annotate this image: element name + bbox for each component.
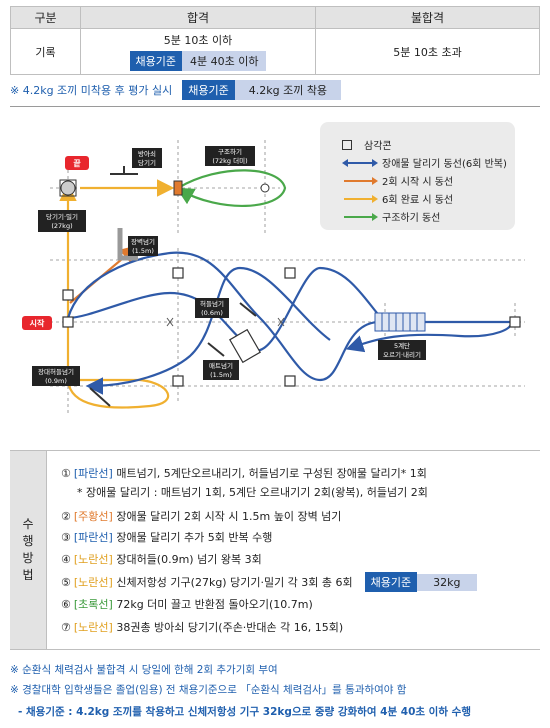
end-label-bg [65,156,89,170]
footnote-2: ※ 경찰대학 입학생들은 졸업(임용) 전 채용기준으로 「순환식 체력검사」를… [10,684,407,696]
long-hurdle-label-1: 장대허들넘기 [38,367,74,376]
mat-label-2: (1.5m) [210,371,232,379]
cone-icon [342,139,352,150]
hurdles [89,302,257,407]
course-diagram: 끝 시작 당기기·밀기 (27kg) 방아쇠 당기기 구조하기 (72kg 더미… [22,140,525,413]
hurdle-label-1: 허들넘기 [200,299,224,308]
rescue-label-1: 구조하기 [218,147,242,156]
hurdle-label-2: (0.6m) [201,309,223,317]
header-fail: 불합격 [315,6,540,29]
rescue-turnpoint [260,183,270,193]
grade-table-header: 구분 합격 불합격 [10,6,540,29]
legend-item-green: 구조하기 동선 [342,209,440,224]
pull-push-machine [60,180,76,196]
yellow-arrow-icon [344,194,378,203]
legend-item-cone: 삼각콘 [342,137,392,152]
blue-path-main [66,251,512,382]
trigger-label-2: 당기기 [138,158,156,167]
top-note-std-label: 채용기준 [182,80,235,100]
long-hurdle-label-2: (0.9m) [45,377,67,385]
start-label-bg [22,316,52,330]
wall-label-2: (1.5m) [132,247,154,255]
top-note: ※ 4.2kg 조끼 미착용 후 평가 실시 채용기준 4.2kg 조끼 착용 [10,80,342,100]
fail-cell: 5분 10초 초과 [315,28,540,75]
wall-label-1: 장벽넘기 [131,237,155,246]
pass-std-label: 채용기준 [129,50,182,71]
stairs-label-2: 오르기·내리기 [383,350,421,359]
header-pass: 합격 [80,6,316,29]
step-1: ① [파란선] 매트넘기, 5계단오르내리기, 허들넘기로 구성된 장애물 달리… [61,466,427,481]
end-label: 끝 [73,159,81,168]
footnote-3: - 채용기준 : 4.2kg 조끼를 착용하고 신체저항성 기구 32kg으로 … [18,706,471,718]
step-3: ③ [파란선] 장애물 달리기 추가 5회 반복 수행 [61,530,273,545]
pass-std-value: 4분 40초 이하 [182,50,267,71]
trigger-label-1: 방아쇠 [138,149,156,158]
pass-standard: 채용기준 4분 40초 이하 [129,50,267,71]
legend-item-yellow: 6회 완료 시 동선 [342,191,453,206]
step-5-std-value: 32kg [417,573,477,591]
pull-push-label-2: (27kg) [51,222,72,230]
step-6: ⑥ [초록선] 72kg 더미 끌고 반환점 돌아오기(10.7m) [61,597,313,612]
wall-obstacle [117,228,138,261]
stairs-obstacle [374,312,426,332]
step-1-note: * 장애물 달리기 : 매트넘기 1회, 5계단 오르내기기 2회(왕복), 허… [77,486,428,499]
cross-marks [166,317,285,327]
pass-cell: 5분 10초 이하 채용기준 4분 40초 이하 [80,28,316,75]
stairs-label-1: 5계단 [394,341,410,350]
rescue-dummy [173,180,183,196]
mat-label-1: 매트넘기 [209,361,233,370]
top-note-std-value: 4.2kg 조끼 착용 [234,80,342,100]
orange-arrow-icon [344,176,378,185]
cones [62,267,521,387]
divider-top [10,106,540,107]
green-arrow-icon [344,212,378,221]
step-5-std-label: 채용기준 [364,572,418,592]
pass-time: 5분 10초 이하 [163,33,233,47]
top-note-text: ※ 4.2kg 조끼 미착용 후 평가 실시 [10,84,173,97]
pull-push-label-1: 당기기·밀기 [46,212,78,221]
step-4: ④ [노란선] 장대허들(0.9m) 넘기 왕복 3회 [61,552,262,567]
rescue-label-2: (72kg 더미) [212,156,247,165]
step-7: ⑦ [노란선] 38권총 방아쇠 당기기(주손·반대손 각 16, 15회) [61,620,344,635]
grade-table: 구분 합격 불합격 기록 5분 10초 이하 채용기준 4분 40초 이하 5분… [10,6,540,75]
blue-path-return [85,266,331,395]
legend-item-orange: 2회 시작 시 동선 [342,173,453,188]
header-category: 구분 [10,6,81,29]
legend-item-blue: 장애물 달리기 동선(6회 반복) [342,155,507,170]
grade-row: 기록 5분 10초 이하 채용기준 4분 40초 이하 5분 10초 초과 [10,28,540,75]
start-label: 시작 [30,318,45,328]
procedure-header: 수 행 방 법 [10,451,46,649]
yellow-path-bottom [66,323,170,409]
step-2: ② [주황선] 장애물 달리기 2회 시작 시 1.5m 높이 장벽 넘기 [61,509,342,524]
row-label: 기록 [10,28,81,75]
footnote-1: ※ 순환식 체력검사 불합격 시 당일에 한해 2회 추가기회 부여 [10,664,278,676]
rescue-path [176,169,287,207]
blue-arrow-icon [342,158,378,167]
procedure-table: 수 행 방 법 ① [파란선] 매트넘기, 5계단오르내리기, 허들넘기로 구성… [10,450,540,650]
mat-obstacle [229,328,261,364]
step-5: ⑤ [노란선] 신체저항성 기구(27kg) 당기기·밀기 각 3회 총 6회 … [61,572,477,592]
procedure-body: ① [파란선] 매트넘기, 5계단오르내리기, 허들넘기로 구성된 장애물 달리… [46,451,540,649]
legend: 삼각콘 장애물 달리기 동선(6회 반복) 2회 시작 시 동선 6회 완료 시… [320,122,515,230]
